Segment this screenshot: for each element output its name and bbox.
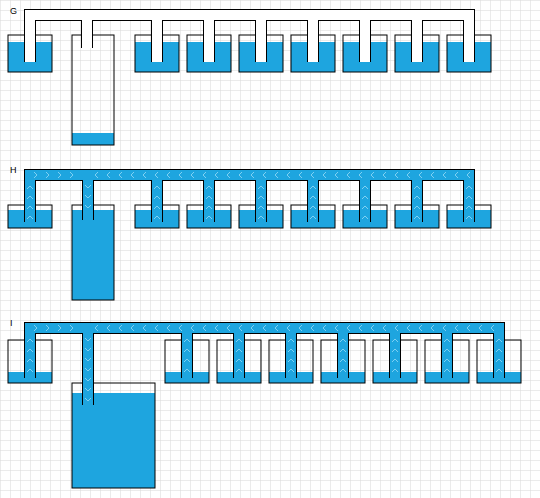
pipe-outline [24, 169, 475, 222]
pipe-bore [25, 170, 474, 222]
water [72, 210, 114, 300]
tank [72, 35, 114, 145]
flow-chevrons [27, 325, 502, 401]
panel-label: I [10, 319, 13, 328]
water [72, 133, 114, 145]
panel-label: H [10, 166, 17, 175]
pipe-bore [25, 323, 504, 405]
tank-panel [8, 9, 491, 145]
water [72, 393, 155, 488]
flow-chevrons [27, 172, 472, 219]
pipe-outline [24, 322, 505, 405]
tank-panel [8, 322, 521, 488]
tank-panel [8, 169, 491, 300]
pipe-bore [25, 10, 474, 62]
pipe-outline [24, 9, 475, 62]
panel-label: G [10, 7, 17, 16]
